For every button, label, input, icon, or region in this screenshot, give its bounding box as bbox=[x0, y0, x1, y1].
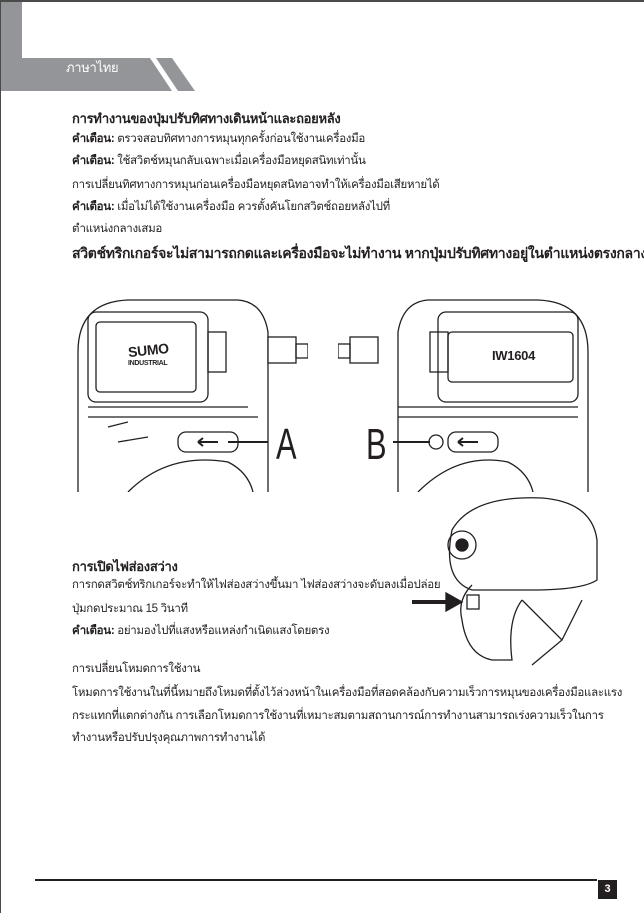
warning-label: คำเตือน: bbox=[72, 625, 115, 637]
top-border bbox=[0, 0, 644, 2]
line-text: ใช้สวิตช์หมุนกลับเฉพาะเมื่อเครื่องมือหยุ… bbox=[117, 155, 366, 167]
section3-line: โหมดการใช้งานในที่นี้หมายถึงโหมดที่ตั้งไ… bbox=[72, 687, 623, 699]
section1-line: คำเตือน: ใช้สวิตช์หมุนกลับเฉพาะเมื่อเครื… bbox=[72, 152, 366, 170]
footer-rule bbox=[35, 879, 597, 881]
left-border bbox=[0, 0, 1, 913]
line-text: ตรวจสอบทิศทางการหมุนทุกครั้งก่อนใช้งานเค… bbox=[117, 133, 366, 145]
section2-line: คำเตือน: อย่ามองไปที่แสงหรือแหล่งกำเนิดแ… bbox=[72, 622, 330, 640]
tool-illustration-right bbox=[338, 299, 589, 492]
warning-label: คำเตือน: bbox=[72, 155, 115, 167]
tool-illustration-left bbox=[77, 299, 308, 492]
model-label: IW1604 bbox=[492, 348, 536, 363]
warning-label: คำเตือน: bbox=[72, 133, 115, 145]
header-banner bbox=[1, 2, 195, 91]
page-number: 3 bbox=[598, 880, 617, 899]
line-text: อย่ามองไปที่แสงหรือแหล่งกำเนิดแสงโดยตรง bbox=[117, 625, 330, 637]
tool-illustration-light bbox=[412, 497, 598, 666]
section2-title: การเปิดไฟส่องสว่าง bbox=[72, 559, 178, 574]
section3-line: กระแทกที่แตกต่างกัน การเลือกโหมดการใช้งา… bbox=[72, 710, 604, 722]
section1-line: การเปลี่ยนทิศทางการหมุนก่อนเครื่องมือหยุ… bbox=[72, 179, 440, 191]
label-b: B bbox=[366, 420, 387, 469]
label-a: A bbox=[276, 420, 297, 469]
section1-line: คำเตือน: ตรวจสอบทิศทางการหมุนทุกครั้งก่อ… bbox=[72, 130, 365, 148]
section2-line: ปุ่มกดประมาณ 15 วินาที bbox=[72, 603, 188, 615]
section1-line: คำเตือน: เมื่อไม่ได้ใช้งานเครื่องมือ ควร… bbox=[72, 198, 390, 216]
language-tab: ภาษาไทย bbox=[66, 60, 119, 75]
section1-line: ตำแหน่งกลางเสมอ bbox=[72, 223, 163, 235]
line-text: เมื่อไม่ได้ใช้งานเครื่องมือ ควรตั้งคันโย… bbox=[117, 201, 390, 213]
section3-title: การเปลี่ยนโหมดการใช้งาน bbox=[72, 663, 201, 675]
warning-label: คำเตือน: bbox=[72, 201, 115, 213]
brand-subtitle: INDUSTRIAL bbox=[128, 360, 168, 367]
section1-title: การทำงานของปุ่มปรับทิศทางเดินหน้าและถอยห… bbox=[72, 111, 341, 126]
section1-emphasis: สวิตช์ทริกเกอร์จะไม่สามารถกดและเครื่องมื… bbox=[72, 245, 644, 261]
section2-line: การกดสวิตช์ทริกเกอร์จะทำให้ไฟส่องสว่างขึ… bbox=[72, 579, 441, 591]
section3-line: ทำงานหรือปรับปรุงคุณภาพการทำงานได้ bbox=[72, 732, 266, 744]
